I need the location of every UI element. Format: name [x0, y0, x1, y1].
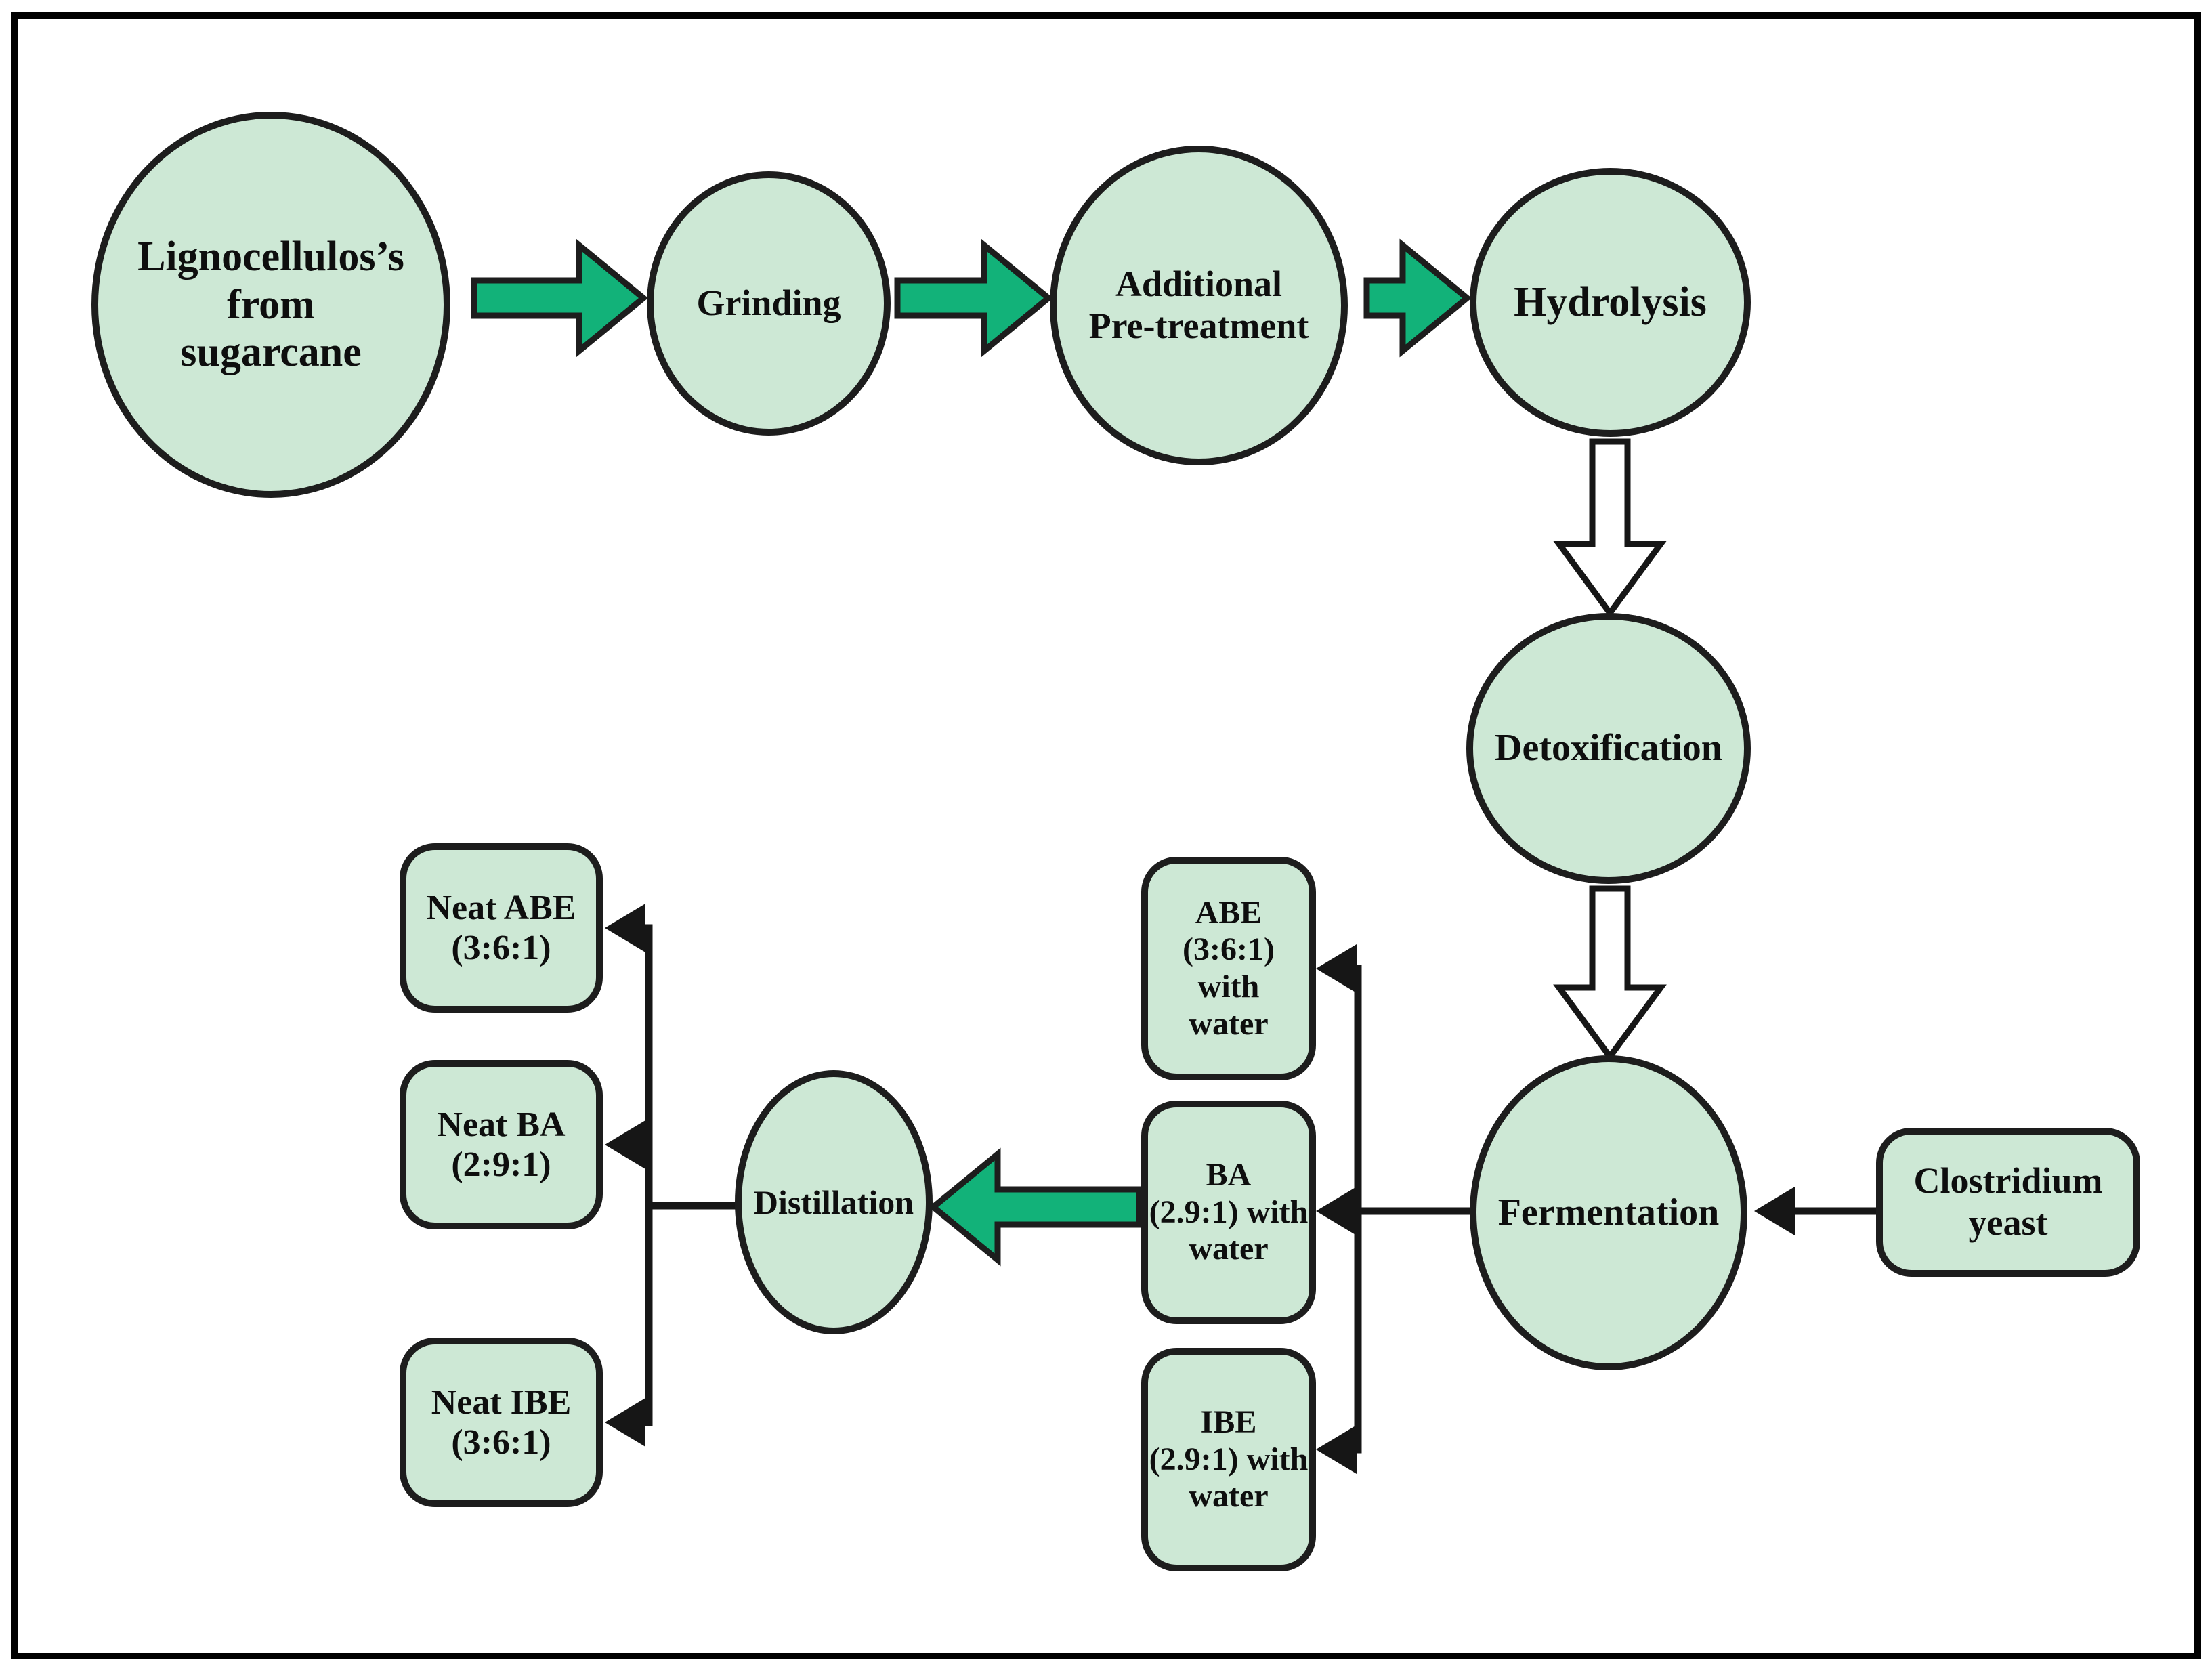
- node-additional-pretreatment: Additional Pre-treatment: [1050, 146, 1348, 465]
- node-ba-with-water-label: BA (2.9:1) with water: [1149, 1156, 1309, 1267]
- connector-fermentation-to-product-boxes: [1316, 944, 1474, 1474]
- green-arrow-lignocellulose-to-grinding: [471, 238, 649, 358]
- arrowhead-into-neat-abe: [605, 904, 645, 952]
- node-detoxification-label: Detoxification: [1495, 727, 1722, 769]
- node-ibe-with-water: IBE (2.9:1) with water: [1141, 1348, 1316, 1571]
- green-arrow-ba-to-distillation: [928, 1147, 1143, 1267]
- green-arrow-grinding-to-pretreatment: [894, 238, 1054, 358]
- node-hydrolysis: Hydrolysis: [1470, 168, 1751, 437]
- outer-border: [11, 12, 2201, 1659]
- arrowhead-into-abe-water: [1316, 944, 1357, 993]
- connector-clostridium-to-fermentation: [1754, 1187, 1880, 1235]
- node-lignocellulose: Lignocellulos’s from sugarcane: [91, 112, 450, 498]
- node-grinding-label: Grinding: [696, 282, 841, 324]
- node-fermentation-label: Fermentation: [1497, 1191, 1720, 1233]
- node-neat-ibe-label: Neat IBE (3:6:1): [431, 1382, 572, 1462]
- node-detoxification: Detoxification: [1466, 613, 1751, 884]
- arrowhead-into-fermentation: [1754, 1187, 1795, 1235]
- node-clostridium-yeast-label: Clostridium yeast: [1913, 1160, 2103, 1243]
- node-grinding: Grinding: [647, 171, 891, 436]
- connector-distillation-to-neat-boxes: [605, 904, 742, 1447]
- node-ba-with-water: BA (2.9:1) with water: [1141, 1101, 1316, 1324]
- node-distillation-label: Distillation: [753, 1183, 914, 1221]
- green-arrow-pretreatment-to-hydrolysis: [1363, 238, 1472, 358]
- arrowhead-into-ibe-water: [1316, 1425, 1357, 1474]
- node-distillation: Distillation: [735, 1070, 933, 1334]
- hollow-arrow-hydrolysis-to-detoxification: [1553, 438, 1667, 618]
- node-clostridium-yeast: Clostridium yeast: [1876, 1128, 2140, 1277]
- arrowhead-into-neat-ibe: [605, 1398, 645, 1447]
- node-additional-pretreatment-label: Additional Pre-treatment: [1088, 263, 1309, 346]
- node-neat-abe: Neat ABE (3:6:1): [400, 843, 603, 1013]
- node-neat-ba: Neat BA (2:9:1): [400, 1060, 603, 1229]
- node-neat-ibe: Neat IBE (3:6:1): [400, 1338, 603, 1507]
- node-ibe-with-water-label: IBE (2.9:1) with water: [1149, 1403, 1309, 1515]
- arrowhead-into-ba-water: [1316, 1187, 1357, 1235]
- node-fermentation: Fermentation: [1470, 1055, 1747, 1370]
- node-abe-with-water-label: ABE (3:6:1) with water: [1183, 894, 1275, 1042]
- hollow-arrow-detoxification-to-fermentation: [1553, 885, 1667, 1062]
- node-abe-with-water: ABE (3:6:1) with water: [1141, 857, 1316, 1080]
- node-neat-ba-label: Neat BA (2:9:1): [437, 1105, 566, 1184]
- node-neat-abe-label: Neat ABE (3:6:1): [426, 888, 576, 967]
- arrowhead-into-neat-ba: [605, 1120, 645, 1169]
- node-lignocellulose-label: Lignocellulos’s from sugarcane: [137, 233, 404, 376]
- node-hydrolysis-label: Hydrolysis: [1514, 279, 1707, 326]
